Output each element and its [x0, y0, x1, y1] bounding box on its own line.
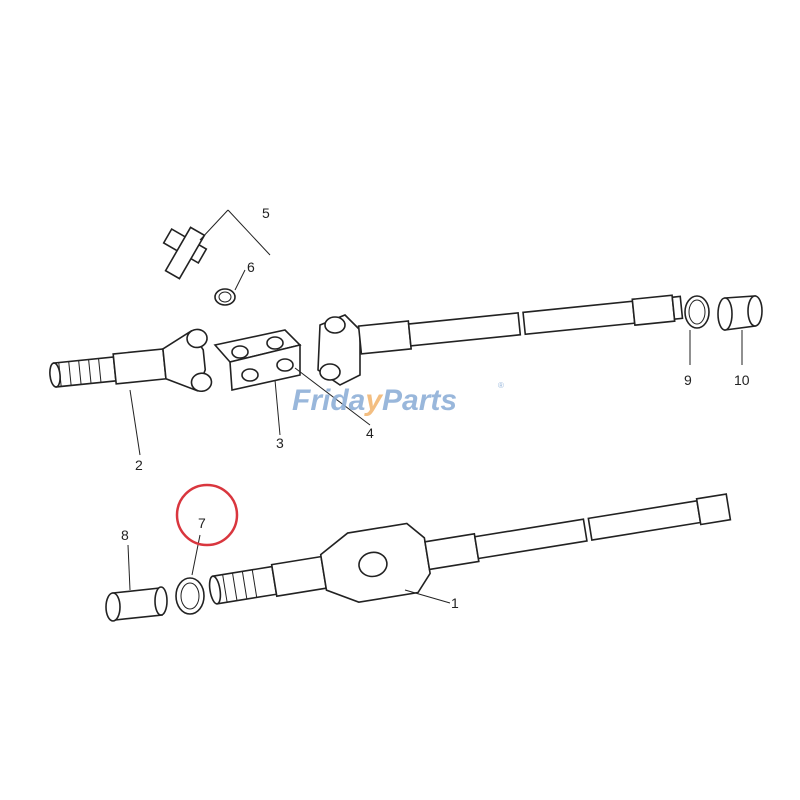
part-6-snap-ring [214, 288, 236, 306]
label-9: 9 [684, 372, 692, 388]
label-7: 7 [198, 515, 206, 531]
label-1: 1 [451, 595, 459, 611]
label-5: 5 [262, 205, 270, 221]
part-4-yoke [317, 314, 361, 386]
svg-text:FridayParts: FridayParts [292, 384, 457, 417]
lower-shaft [208, 493, 732, 605]
upper-long-shaft [357, 294, 684, 355]
label-2: 2 [135, 457, 143, 473]
label-10: 10 [734, 372, 750, 388]
part-8-sleeve [105, 586, 168, 622]
part-3-cross-bearing-plates [213, 329, 302, 391]
label-6: 6 [247, 259, 255, 275]
upper-shaft [49, 328, 213, 393]
label-3: 3 [276, 435, 284, 451]
label-4: 4 [366, 425, 374, 441]
svg-text:®: ® [498, 381, 504, 390]
highlight-circle-part-7 [175, 483, 239, 547]
part-5-cross [162, 226, 208, 280]
part-10-sleeve [717, 295, 763, 331]
label-8: 8 [121, 527, 129, 543]
watermark-logo: FridayParts ® [292, 381, 504, 417]
part-9-ring [684, 295, 710, 329]
part-7-ring [175, 577, 205, 615]
leader-lines [127, 209, 743, 604]
